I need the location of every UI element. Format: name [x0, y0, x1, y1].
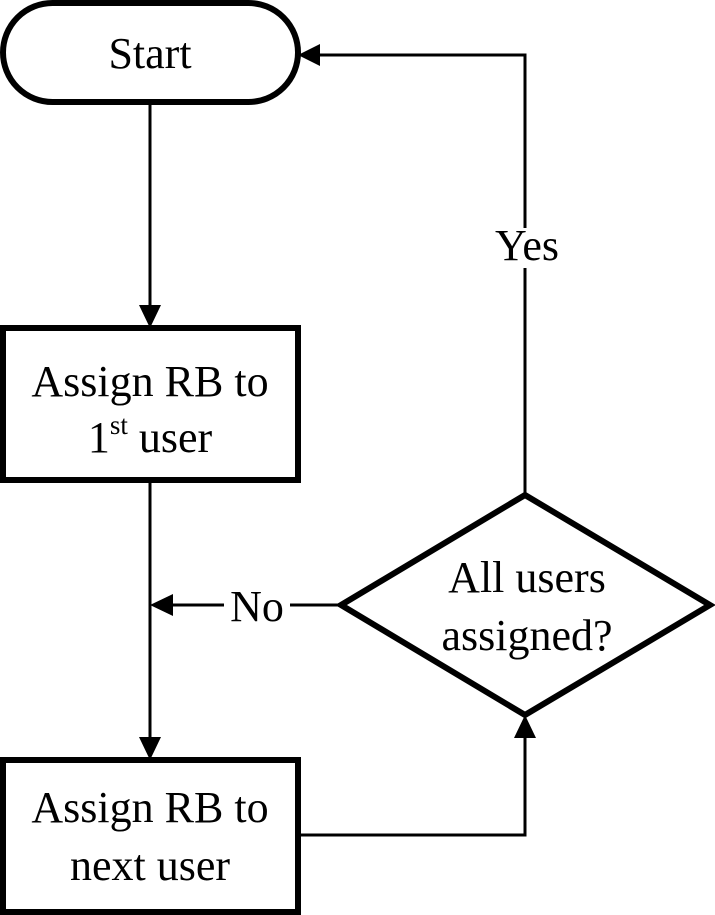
start-label: Start: [108, 29, 191, 78]
decision-diamond: All users assigned?: [335, 491, 715, 719]
assign-first-box: Assign RB to 1st user: [0, 325, 301, 483]
edge-yes-to-start-upper: [320, 53, 527, 228]
assign-next-box: Assign RB to next user: [0, 757, 301, 915]
assign-first-ordinal-number: 1: [88, 413, 110, 462]
start-terminal: Start: [0, 0, 301, 105]
assign-first-ordinal-suffix: st: [110, 410, 129, 440]
decision-diamond-shape: [335, 491, 715, 719]
start-terminal-shape: [0, 0, 301, 105]
assign-first-label-line2: 1st user: [88, 410, 213, 462]
assign-first-box-shape: [0, 325, 301, 483]
arrowhead-assign-first: [139, 305, 161, 328]
assign-first-label-line1: Assign RB to: [31, 357, 268, 406]
assign-next-label-line2: next user: [70, 841, 230, 890]
assign-next-label-line1: Assign RB to: [31, 783, 268, 832]
edge-assign-next-to-decision: [298, 738, 527, 837]
decision-label-line1: All users: [448, 553, 606, 602]
arrowhead-assign-next: [139, 737, 161, 760]
assign-next-box-shape: [0, 757, 301, 915]
edge-label-yes: Yes: [495, 221, 559, 270]
connectors: [139, 44, 536, 837]
arrowhead-start: [298, 44, 320, 66]
assign-first-user-word: user: [128, 413, 213, 462]
arrowhead-decision: [514, 715, 536, 738]
edge-label-no: No: [230, 582, 284, 631]
decision-label-line2: assigned?: [441, 611, 612, 660]
arrowhead-no: [150, 594, 173, 616]
